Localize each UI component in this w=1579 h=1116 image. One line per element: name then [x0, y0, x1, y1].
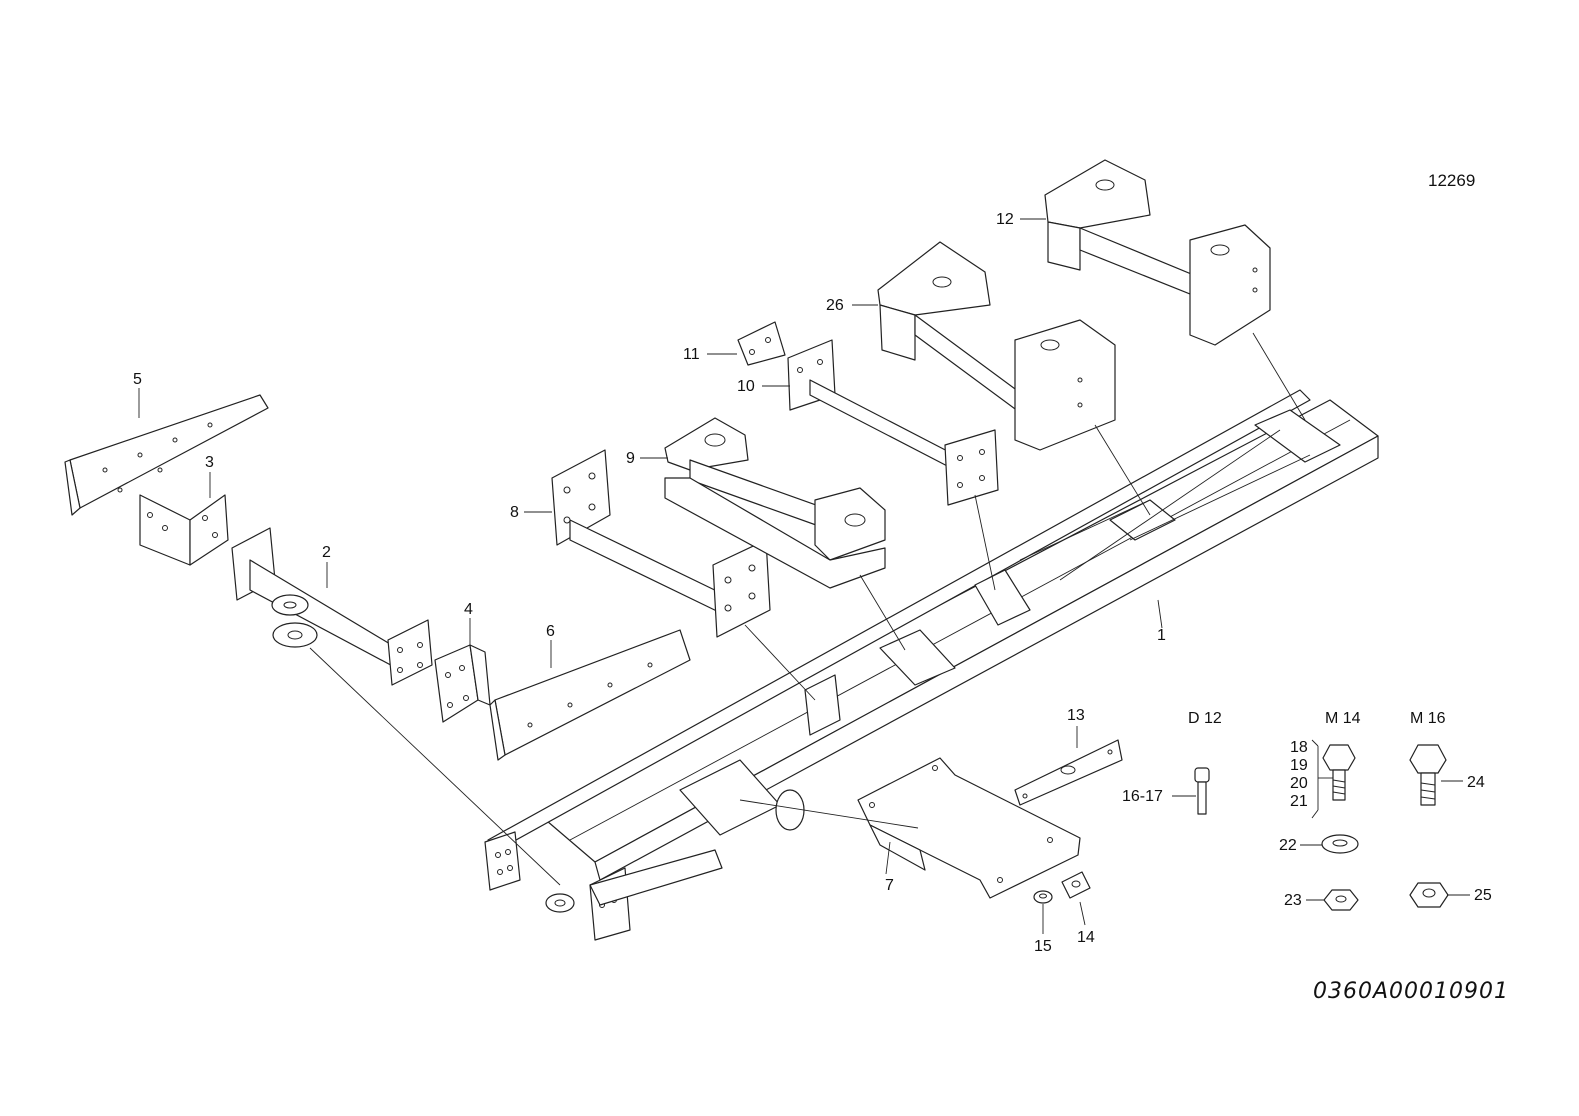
part-22-washer	[1321, 834, 1359, 854]
callout-6: 6	[546, 623, 555, 640]
callout-18: 18	[1290, 739, 1308, 756]
callout-11: 11	[683, 346, 700, 363]
callout-26: 26	[826, 297, 844, 314]
part-1-chassis-frame	[484, 389, 1379, 941]
part-8-cross-tube	[551, 449, 771, 638]
part-11-plate	[737, 321, 786, 366]
callout-20: 20	[1290, 775, 1308, 792]
callout-1: 1	[1157, 627, 1166, 644]
drawing-ref-number: 12269	[1428, 171, 1475, 190]
part-16-17-pin	[1194, 767, 1210, 815]
callout-3: 3	[205, 454, 214, 471]
size-label-m16: M 16	[1410, 710, 1446, 727]
callout-16-17: 16-17	[1122, 788, 1163, 805]
part-9-cross-member	[664, 417, 886, 589]
part-6-channel-rail	[489, 629, 691, 761]
part-5-channel-plate	[64, 394, 269, 516]
size-label-m14: M 14	[1325, 710, 1361, 727]
part-26-cross-member	[877, 241, 1116, 451]
callout-21: 21	[1290, 793, 1308, 810]
part-14-slotted-washer	[1061, 871, 1091, 899]
part-13-plate	[1014, 739, 1123, 806]
part-15-spacer	[1033, 890, 1053, 904]
part-2-tow-tube	[231, 527, 433, 686]
callout-23: 23	[1284, 892, 1302, 909]
callout-22: 22	[1279, 837, 1297, 854]
part-12-cross-member	[1044, 159, 1271, 346]
callout-13: 13	[1067, 707, 1085, 724]
callout-10: 10	[737, 378, 755, 395]
part-7-outrigger-plate	[857, 757, 1081, 899]
callout-5: 5	[133, 371, 142, 388]
part-24-bolt-m16	[1409, 744, 1447, 806]
document-number: 0360A00010901	[1313, 979, 1509, 1004]
callout-24: 24	[1467, 774, 1485, 791]
callout-4: 4	[464, 601, 473, 618]
callout-12: 12	[996, 211, 1014, 228]
callout-9: 9	[626, 450, 635, 467]
callout-7: 7	[885, 877, 894, 894]
part-23-nut	[1323, 889, 1359, 911]
callout-19: 19	[1290, 757, 1308, 774]
part-18-21-bolt-m14	[1322, 744, 1356, 801]
part-4-bracket	[434, 644, 491, 723]
assembly-lines	[309, 332, 1306, 886]
size-label-d12: D 12	[1188, 710, 1222, 727]
hardware-size-labels: D 12 M 14 M 16	[1188, 710, 1446, 727]
callout-labels: 1 2 3 4 5 6 7 8 9 10 11 12 13 14 15 16-1…	[133, 211, 1492, 955]
callout-leaders	[138, 218, 1470, 934]
part-25-nut	[1409, 882, 1449, 908]
callout-2: 2	[322, 544, 331, 561]
part-10-cross-tube	[787, 339, 999, 506]
callout-25: 25	[1474, 887, 1492, 904]
part-3-bracket	[139, 494, 229, 566]
callout-15: 15	[1034, 938, 1052, 955]
callout-14: 14	[1077, 929, 1095, 946]
callout-8: 8	[510, 504, 519, 521]
